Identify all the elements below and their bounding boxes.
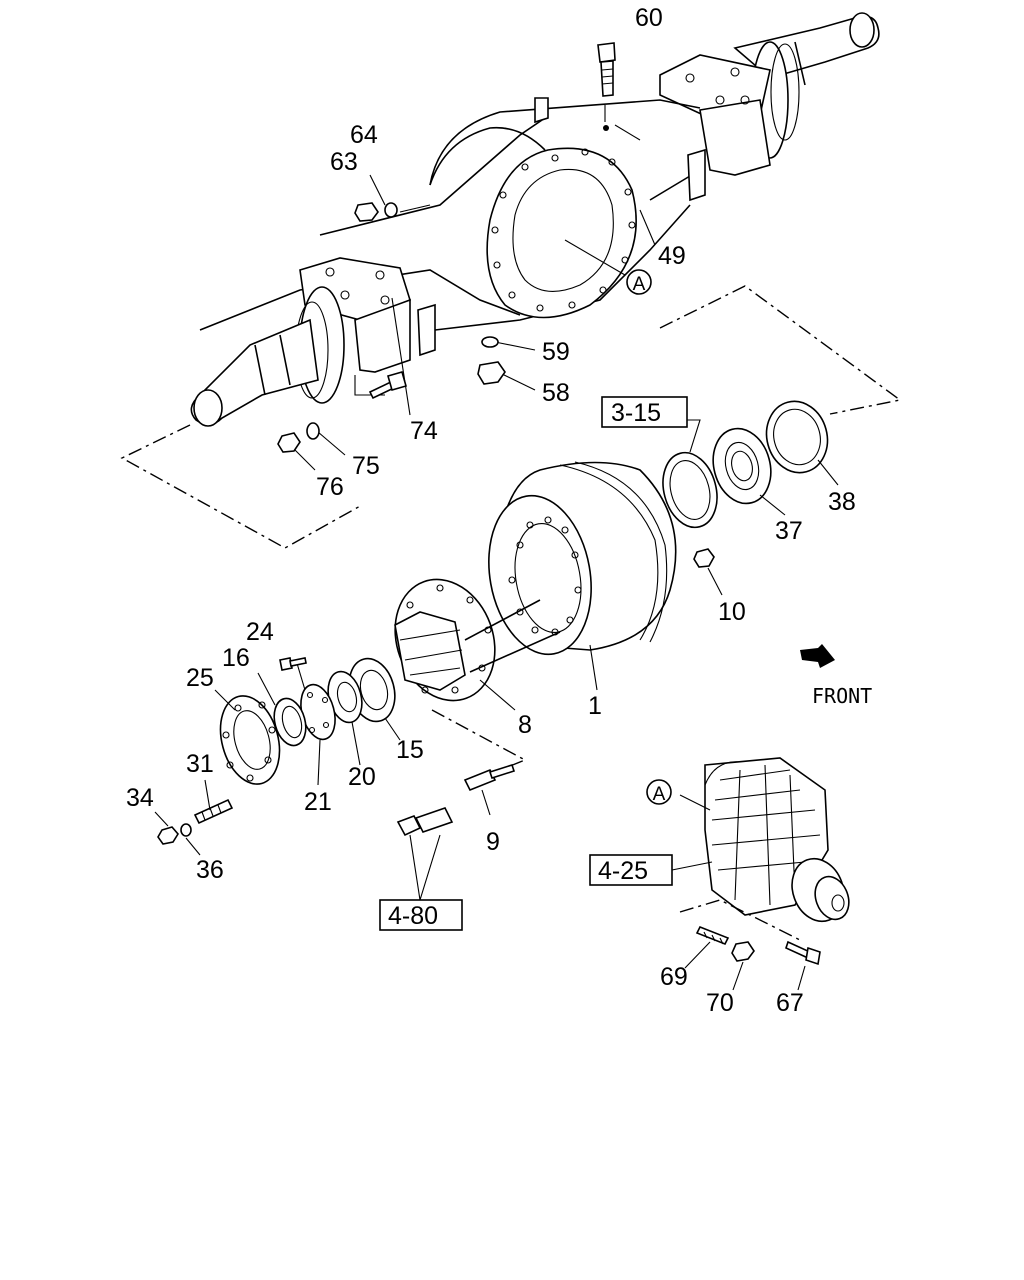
front-arrow-icon: [800, 644, 835, 668]
hub-bearing-group: [327, 657, 401, 766]
callout-76: 76: [316, 473, 344, 501]
callout-21: 21: [304, 788, 332, 816]
callout-10: 10: [718, 598, 746, 626]
callout-37: 37: [775, 517, 803, 545]
retainer-group: [214, 659, 336, 786]
callout-15: 15: [396, 736, 424, 764]
callout-59: 59: [542, 338, 570, 366]
callout-8: 8: [518, 711, 532, 739]
callout-31: 31: [186, 750, 214, 778]
brake-drum: [488, 461, 677, 691]
callout-20: 20: [348, 763, 376, 791]
ref-label-3-15: 3-15: [611, 399, 661, 427]
callout-58: 58: [542, 379, 570, 407]
stud-nut-31-34-36: [154, 779, 234, 856]
ref-label-4-80: 4-80: [388, 902, 438, 930]
bolt-part-74: [368, 371, 407, 400]
callout-25: 25: [186, 664, 214, 692]
callout-67: 67: [776, 989, 804, 1017]
ref-box-4-25: [589, 854, 673, 886]
callout-75: 75: [352, 452, 380, 480]
callout-60: 60: [635, 4, 663, 32]
circle-mark-a-upper-label: A: [633, 274, 646, 295]
callout-1: 1: [588, 692, 602, 720]
dashed-link-bearing: [659, 285, 902, 415]
ref-label-4-25: 4-25: [598, 857, 648, 885]
callout-63: 63: [330, 148, 358, 176]
dashed-link-spindle: [120, 424, 363, 549]
circle-mark-a-lower-label: A: [653, 784, 666, 805]
callout-16: 16: [222, 644, 250, 672]
front-label: FRONT: [812, 684, 872, 708]
dashed-link-fitting: [431, 709, 527, 771]
callout-49: 49: [658, 242, 686, 270]
callout-69: 69: [660, 963, 688, 991]
callout-9: 9: [486, 828, 500, 856]
callout-38: 38: [828, 488, 856, 516]
wheel-hub: [394, 578, 561, 711]
bolt-part-60: [597, 42, 616, 131]
circle-mark-a-lower: [646, 779, 672, 805]
callout-34: 34: [126, 784, 154, 812]
circle-mark-a-upper: [626, 269, 652, 295]
axle-housing: [190, 12, 880, 427]
callout-64: 64: [350, 121, 378, 149]
bolt-part-24: [279, 657, 307, 671]
ref-box-3-15: [601, 396, 688, 428]
leaders-upper: [291, 105, 656, 471]
fitting-part-4-80: [396, 807, 454, 901]
callout-70: 70: [706, 989, 734, 1017]
fitting-part-9: [463, 763, 516, 816]
callout-24: 24: [246, 618, 274, 646]
ref-box-4-80: [379, 899, 463, 931]
bolts-69-70-67: [684, 925, 821, 991]
nut-part-10: [693, 548, 723, 596]
differential-carrier: [671, 757, 850, 941]
callout-74: 74: [410, 417, 438, 445]
bearing-group: [660, 400, 839, 529]
washer-nut-75-76: [277, 422, 320, 453]
callout-36: 36: [196, 856, 224, 884]
washer-nut-59-58: [477, 336, 506, 385]
nut-washer-63-64: [354, 202, 398, 222]
